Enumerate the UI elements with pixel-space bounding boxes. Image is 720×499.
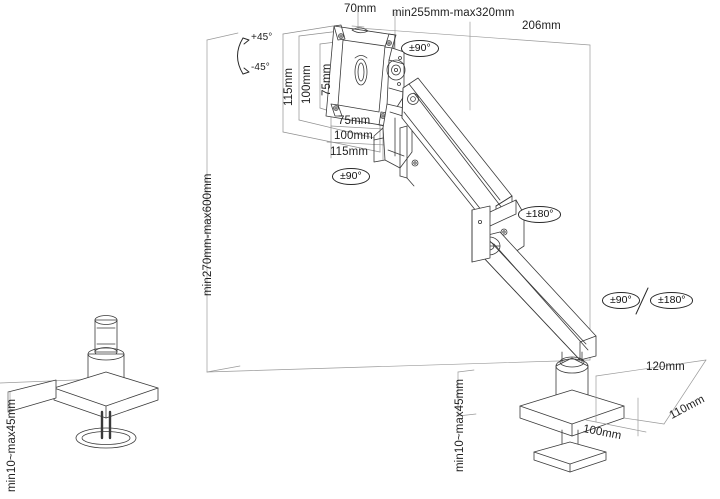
desk-clamp-right [519,351,625,473]
dim-depth-70: 70mm [344,3,377,15]
upper-arm [399,77,513,237]
dim-vesa-horizontal-75: 75mm [338,115,371,127]
dim-height-range: min270mm-max600mm [202,173,214,296]
callout-elbow: ±180° [518,206,562,223]
dimension-lines [0,9,591,384]
callout-tilt-up: +45° [251,32,273,43]
callout-tilt-down: -45° [251,62,270,73]
dim-vesa-vertical-75: 75mm [321,63,333,96]
dim-vesa-horizontal-115: 115mm [330,146,368,158]
vesa-dimension-frames [282,25,387,161]
dim-base-120: 120mm [646,361,685,373]
callout-base-rotate: ±180° [650,292,694,309]
dim-reach-range: min255mm-max320mm [392,7,515,19]
vesa-plate [325,24,397,127]
dim-vesa-horizontal-100: 100mm [334,130,373,142]
dim-reach-206: 206mm [522,20,561,32]
callout-swivel-plate: ±90° [332,168,370,185]
dim-clamp-thickness-left: min10~max45mm [6,398,18,492]
callout-base-swivel: ±90° [602,292,640,309]
dim-vesa-vertical-100: 100mm [301,65,313,104]
callout-rotate-head: ±90° [401,40,439,57]
tilt-arc [237,37,250,75]
base-dimension-lines [9,359,707,437]
lower-arm [471,205,597,361]
tilt-knuckle [386,47,406,111]
dim-vesa-vertical-115: 115mm [283,68,295,106]
dim-clamp-thickness-right: min10~max45mm [454,378,466,472]
desk-clamp-left [7,315,159,449]
